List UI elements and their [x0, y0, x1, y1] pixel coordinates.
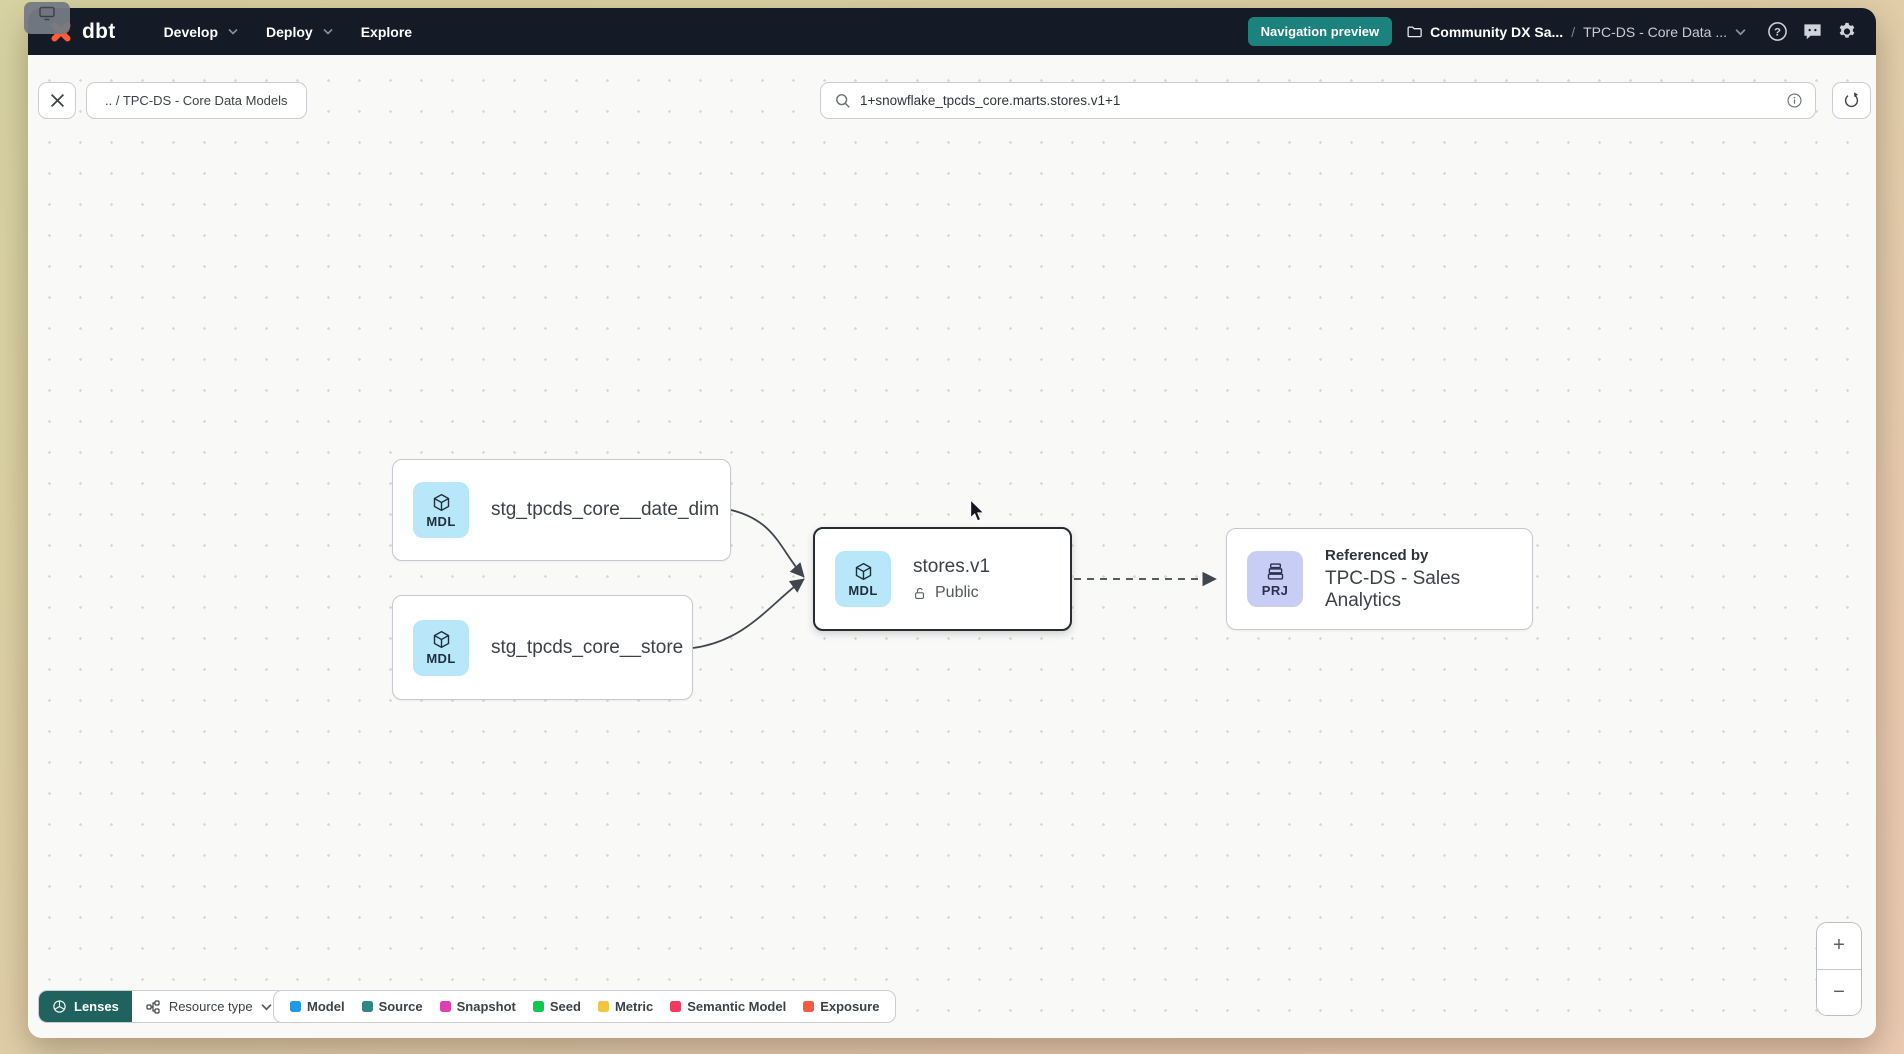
close-button[interactable]	[38, 82, 76, 119]
settings-gear-icon[interactable]	[1836, 21, 1858, 43]
legend-swatch	[362, 1001, 373, 1012]
cube-icon	[853, 561, 874, 582]
resource-type-dropdown[interactable]: Resource type	[132, 991, 285, 1022]
legend-swatch	[440, 1001, 451, 1012]
zoom-out-button[interactable]: −	[1817, 970, 1861, 1016]
selector-input[interactable]	[860, 93, 1777, 108]
legend-label: Exposure	[820, 999, 879, 1014]
model-badge: MDL	[413, 620, 469, 676]
legend-label: Model	[307, 999, 345, 1014]
dbt-logo-text: dbt	[82, 20, 116, 44]
badge-label: MDL	[426, 514, 455, 529]
legend-label: Semantic Model	[687, 999, 786, 1014]
node-title: stg_tpcds_core__store	[491, 637, 683, 659]
menu-develop[interactable]: Develop	[150, 16, 252, 48]
cube-icon	[431, 492, 452, 513]
navigation-preview-badge[interactable]: Navigation preview	[1248, 17, 1392, 46]
node-title: stores.v1	[913, 556, 990, 578]
cube-icon	[431, 629, 452, 650]
chevron-down-icon	[323, 28, 333, 35]
mouse-cursor	[968, 500, 988, 522]
lineage-selector-bar	[820, 82, 1816, 119]
node-stg-tpcds-core-date-dim[interactable]: MDL stg_tpcds_core__date_dim	[392, 459, 731, 561]
lens-controls: Lenses Resource type	[38, 990, 286, 1023]
drawers-icon	[1265, 561, 1286, 582]
node-stores-v1[interactable]: MDL stores.v1 Public	[813, 527, 1072, 631]
top-navbar: dbt Develop Deploy Explore Navigation pr…	[28, 8, 1876, 55]
legend-swatch	[803, 1001, 814, 1012]
monitor-icon	[38, 5, 56, 21]
unlock-icon	[913, 586, 928, 601]
lenses-button[interactable]: Lenses	[39, 991, 132, 1022]
model-badge: MDL	[413, 482, 469, 538]
screen-share-tab	[24, 2, 70, 34]
legend-label: Seed	[550, 999, 581, 1014]
legend-item-source: Source	[362, 999, 423, 1014]
legend-label: Snapshot	[457, 999, 516, 1014]
legend-item-seed: Seed	[533, 999, 581, 1014]
refresh-button[interactable]	[1832, 82, 1871, 119]
legend-label: Metric	[615, 999, 653, 1014]
legend-swatch	[533, 1001, 544, 1012]
badge-label: MDL	[426, 651, 455, 666]
legend-item-snapshot: Snapshot	[440, 999, 516, 1014]
legend-item-exposure: Exposure	[803, 999, 879, 1014]
feedback-icon[interactable]	[1801, 21, 1823, 43]
folder-icon	[1406, 23, 1423, 40]
node-title: stg_tpcds_core__date_dim	[491, 499, 719, 521]
help-icon[interactable]: ?	[1766, 21, 1788, 43]
chevron-down-icon	[228, 28, 238, 35]
referenced-by-label: Referenced by	[1325, 547, 1512, 564]
info-icon[interactable]	[1786, 92, 1803, 109]
lineage-canvas[interactable]: MDL stg_tpcds_core__date_dim MDL stg_tpc…	[28, 55, 1876, 1038]
breadcrumb-current[interactable]: TPC-DS - Core Data ...	[1583, 24, 1727, 40]
svg-text:?: ?	[1774, 27, 1781, 39]
badge-label: MDL	[848, 583, 877, 598]
zoom-in-button[interactable]: +	[1817, 923, 1861, 970]
menu-explore[interactable]: Explore	[347, 16, 426, 48]
legend-item-model: Model	[290, 999, 345, 1014]
app-window: dbt Develop Deploy Explore Navigation pr…	[28, 8, 1876, 1038]
legend-swatch	[290, 1001, 301, 1012]
legend-item-metric: Metric	[598, 999, 653, 1014]
access-label: Public	[935, 584, 979, 602]
legend-label: Source	[379, 999, 423, 1014]
legend-swatch	[598, 1001, 609, 1012]
resource-type-icon	[145, 999, 161, 1015]
node-stg-tpcds-core-store[interactable]: MDL stg_tpcds_core__store	[392, 595, 693, 700]
lens-icon	[52, 999, 67, 1014]
lineage-path-chip[interactable]: .. / TPC-DS - Core Data Models	[86, 82, 307, 119]
legend: Model Source Snapshot Seed Metric Semantic Mo…	[273, 990, 896, 1023]
chevron-down-icon	[261, 1003, 272, 1011]
breadcrumb-separator: /	[1571, 24, 1575, 40]
badge-label: PRJ	[1262, 583, 1289, 598]
project-badge: PRJ	[1247, 551, 1303, 607]
chevron-down-icon[interactable]	[1735, 28, 1746, 36]
menu-deploy[interactable]: Deploy	[252, 16, 347, 48]
legend-swatch	[670, 1001, 681, 1012]
node-title: TPC-DS - Sales Analytics	[1325, 568, 1512, 612]
model-badge: MDL	[835, 551, 891, 607]
breadcrumb-project[interactable]: Community DX Sa...	[1406, 23, 1563, 40]
search-icon	[835, 93, 851, 109]
node-referenced-project[interactable]: PRJ Referenced by TPC-DS - Sales Analyti…	[1226, 528, 1533, 630]
legend-item-semantic-model: Semantic Model	[670, 999, 786, 1014]
breadcrumb: Community DX Sa... / TPC-DS - Core Data …	[1406, 23, 1746, 40]
access-row: Public	[913, 584, 990, 602]
zoom-controls: + −	[1816, 922, 1862, 1016]
